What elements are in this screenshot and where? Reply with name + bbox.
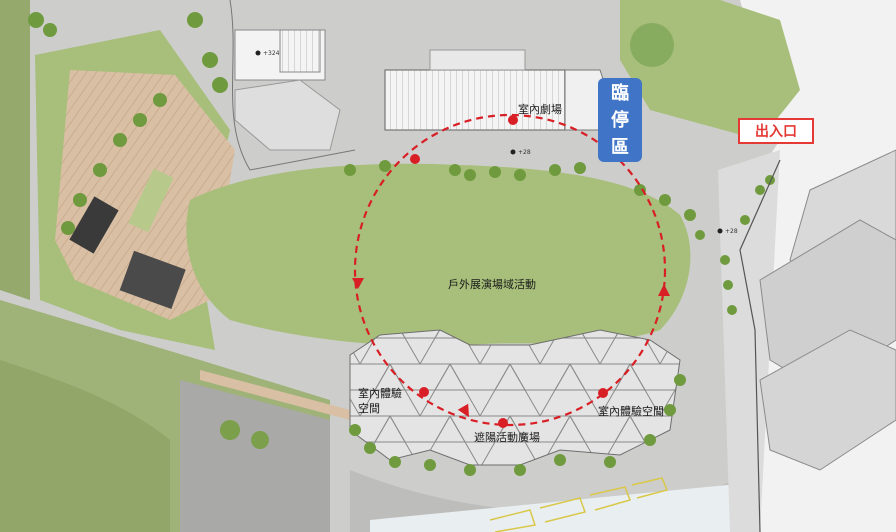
parking-char-2: 停 [611,109,629,131]
tree-row [28,12,775,476]
planter-left [128,168,174,233]
route-point-indoor-left [419,387,429,397]
svg-text:+324: +324 [263,50,280,57]
label-indoor-exp-left-1: 室內體驗 [358,386,402,400]
theater-roof [384,69,566,131]
large-tree [630,23,674,67]
label-indoor-theater: 室內劇場 [518,102,562,116]
parking-char-3: 區 [611,136,629,158]
arrow-marker-icon [658,284,670,296]
route-point-plaza [498,418,508,428]
main-lawn [186,163,691,347]
theater-canopy [429,49,526,71]
svg-text:+28: +28 [518,149,531,156]
aerial-vegetation-left [0,0,30,300]
entrance-label: 出入口 [738,118,814,144]
parking-lines [489,477,669,532]
top-building-stair [279,29,321,73]
temporary-parking-badge: 臨 停 區 [598,78,642,162]
road-outline-right [739,159,781,532]
aerial-vegetation-patch [0,360,170,532]
activity-route [353,113,667,427]
label-shade-plaza: 遮陽活動廣場 [474,430,540,444]
arrow-marker-icon [352,278,364,289]
shade-plaza-canopy [349,329,681,466]
label-outdoor-event: 戶外展演場域活動 [448,277,536,291]
route-point-indoor-right [598,388,608,398]
elevation-marker-icon: +28 [510,149,531,156]
right-sidewalk [718,150,780,532]
road-outline-top [229,0,356,171]
ramp-structure [234,79,341,151]
road-band [180,380,330,532]
svg-text:+28: +28 [725,228,738,235]
route-point-theater [508,115,518,125]
arrow-marker-icon [457,403,469,418]
elevation-marker-icon: +28 [717,228,738,235]
structure-dark-2 [119,250,186,310]
route-point-left-top [410,154,420,164]
parking-char-1: 臨 [611,82,629,104]
label-indoor-exp-left-2: 空間 [358,401,380,415]
road-deck-edge [200,370,350,420]
building-right-3 [759,329,896,471]
label-indoor-exp-right: 室內體驗空間 [598,404,664,418]
elevation-marker-icon: +324 [255,50,280,57]
structure-dark-1 [69,196,119,254]
